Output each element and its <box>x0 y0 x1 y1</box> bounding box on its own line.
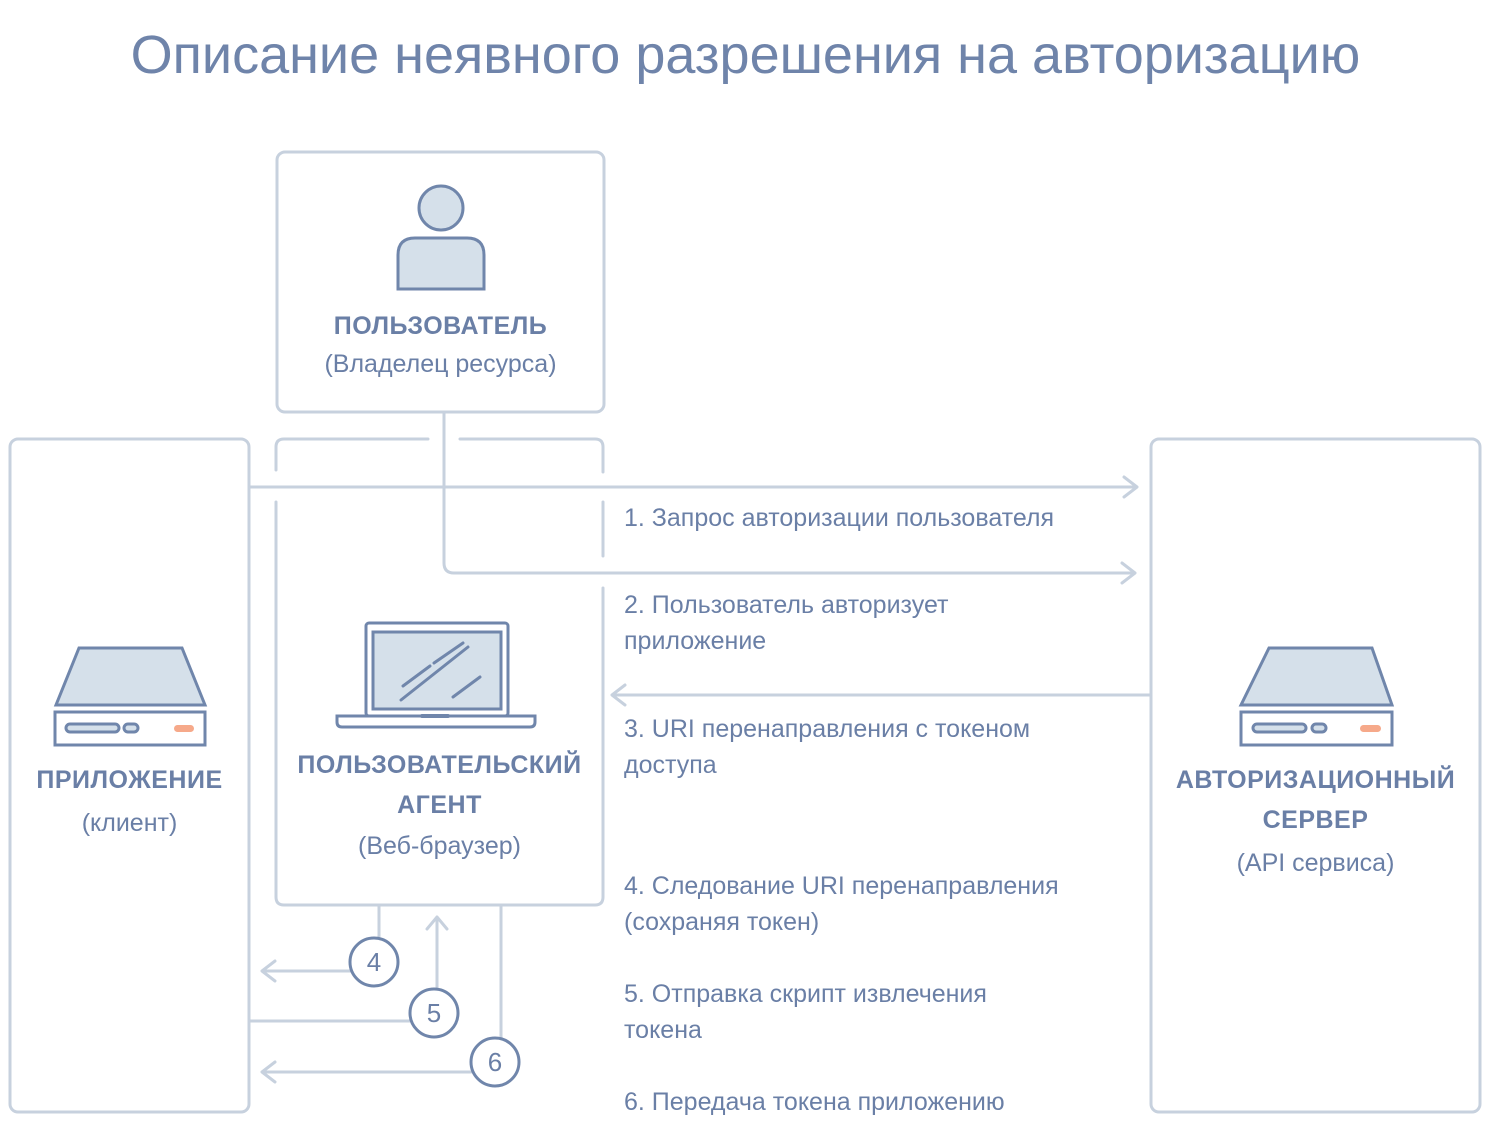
marker-5: 5 <box>426 998 442 1028</box>
page-title: Описание неявного разрешения на авториза… <box>130 25 1361 85</box>
step-4-text-cont: (сохраняя токен) <box>624 908 820 936</box>
marker-4: 4 <box>366 947 382 977</box>
step-4: 4. Следование URI перенаправления (сохран… <box>624 868 1059 940</box>
step-2: 2. Пользователь авторизует приложение <box>624 587 948 659</box>
agent-label-line1: ПОЛЬЗОВАТЕЛЬСКИЙ <box>297 751 582 779</box>
auth-server-icon <box>1238 646 1395 747</box>
arrow-step-4 <box>260 903 381 983</box>
auth-sublabel: (API сервиса) <box>1236 849 1395 877</box>
step-5-text: 5. Отправка скрипт извлечения <box>624 980 987 1008</box>
step-6-text: 6. Передача токена приложению <box>624 1088 1005 1116</box>
arrow-step-1 <box>247 475 1139 499</box>
user-agent-box <box>274 437 605 907</box>
user-icon <box>396 184 486 291</box>
step-1-text: 1. Запрос авторизации пользователя <box>624 504 1055 532</box>
agent-label-line2: АГЕНТ <box>397 791 482 819</box>
step-2-text-cont: приложение <box>624 627 767 655</box>
agent-sublabel: (Веб-браузер) <box>358 832 521 860</box>
marker-6-circle <box>469 1036 521 1088</box>
marker-4-circle <box>348 936 400 988</box>
client-sublabel: (клиент) <box>81 809 178 837</box>
client-server-icon <box>53 646 208 747</box>
laptop-icon <box>335 621 537 729</box>
arrow-step-5 <box>247 915 449 1023</box>
marker-5-circle <box>408 987 460 1039</box>
step-2-text: 2. Пользователь авторизует <box>624 591 949 619</box>
marker-6: 6 <box>487 1047 503 1077</box>
client-box <box>8 437 251 1114</box>
step-4-text: 4. Следование URI перенаправления <box>624 872 1059 900</box>
arrow-step-2 <box>442 410 1137 585</box>
step-5: 5. Отправка скрипт извлечения токена <box>624 976 987 1048</box>
step-1: 1. Запрос авторизации пользователя <box>624 500 1054 536</box>
user-label: ПОЛЬЗОВАТЕЛЬ <box>333 312 548 340</box>
arrow-step-3 <box>610 683 1153 707</box>
step-3: 3. URI перенаправления с токеном доступа <box>624 711 1030 783</box>
step-5-text-cont: токена <box>624 1016 702 1044</box>
arrow-step-6 <box>260 903 503 1084</box>
auth-label-line2: СЕРВЕР <box>1262 806 1369 834</box>
auth-label-line1: АВТОРИЗАЦИОННЫЙ <box>1175 766 1456 794</box>
step-3-text-cont: доступа <box>624 751 717 779</box>
client-label: ПРИЛОЖЕНИЕ <box>36 766 223 794</box>
user-sublabel: (Владелец ресурса) <box>324 350 557 378</box>
user-box <box>275 150 606 414</box>
auth-server-box <box>1149 437 1482 1114</box>
step-3-text: 3. URI перенаправления с токеном <box>624 715 1031 743</box>
step-6: 6. Передача токена приложению <box>624 1084 1005 1120</box>
